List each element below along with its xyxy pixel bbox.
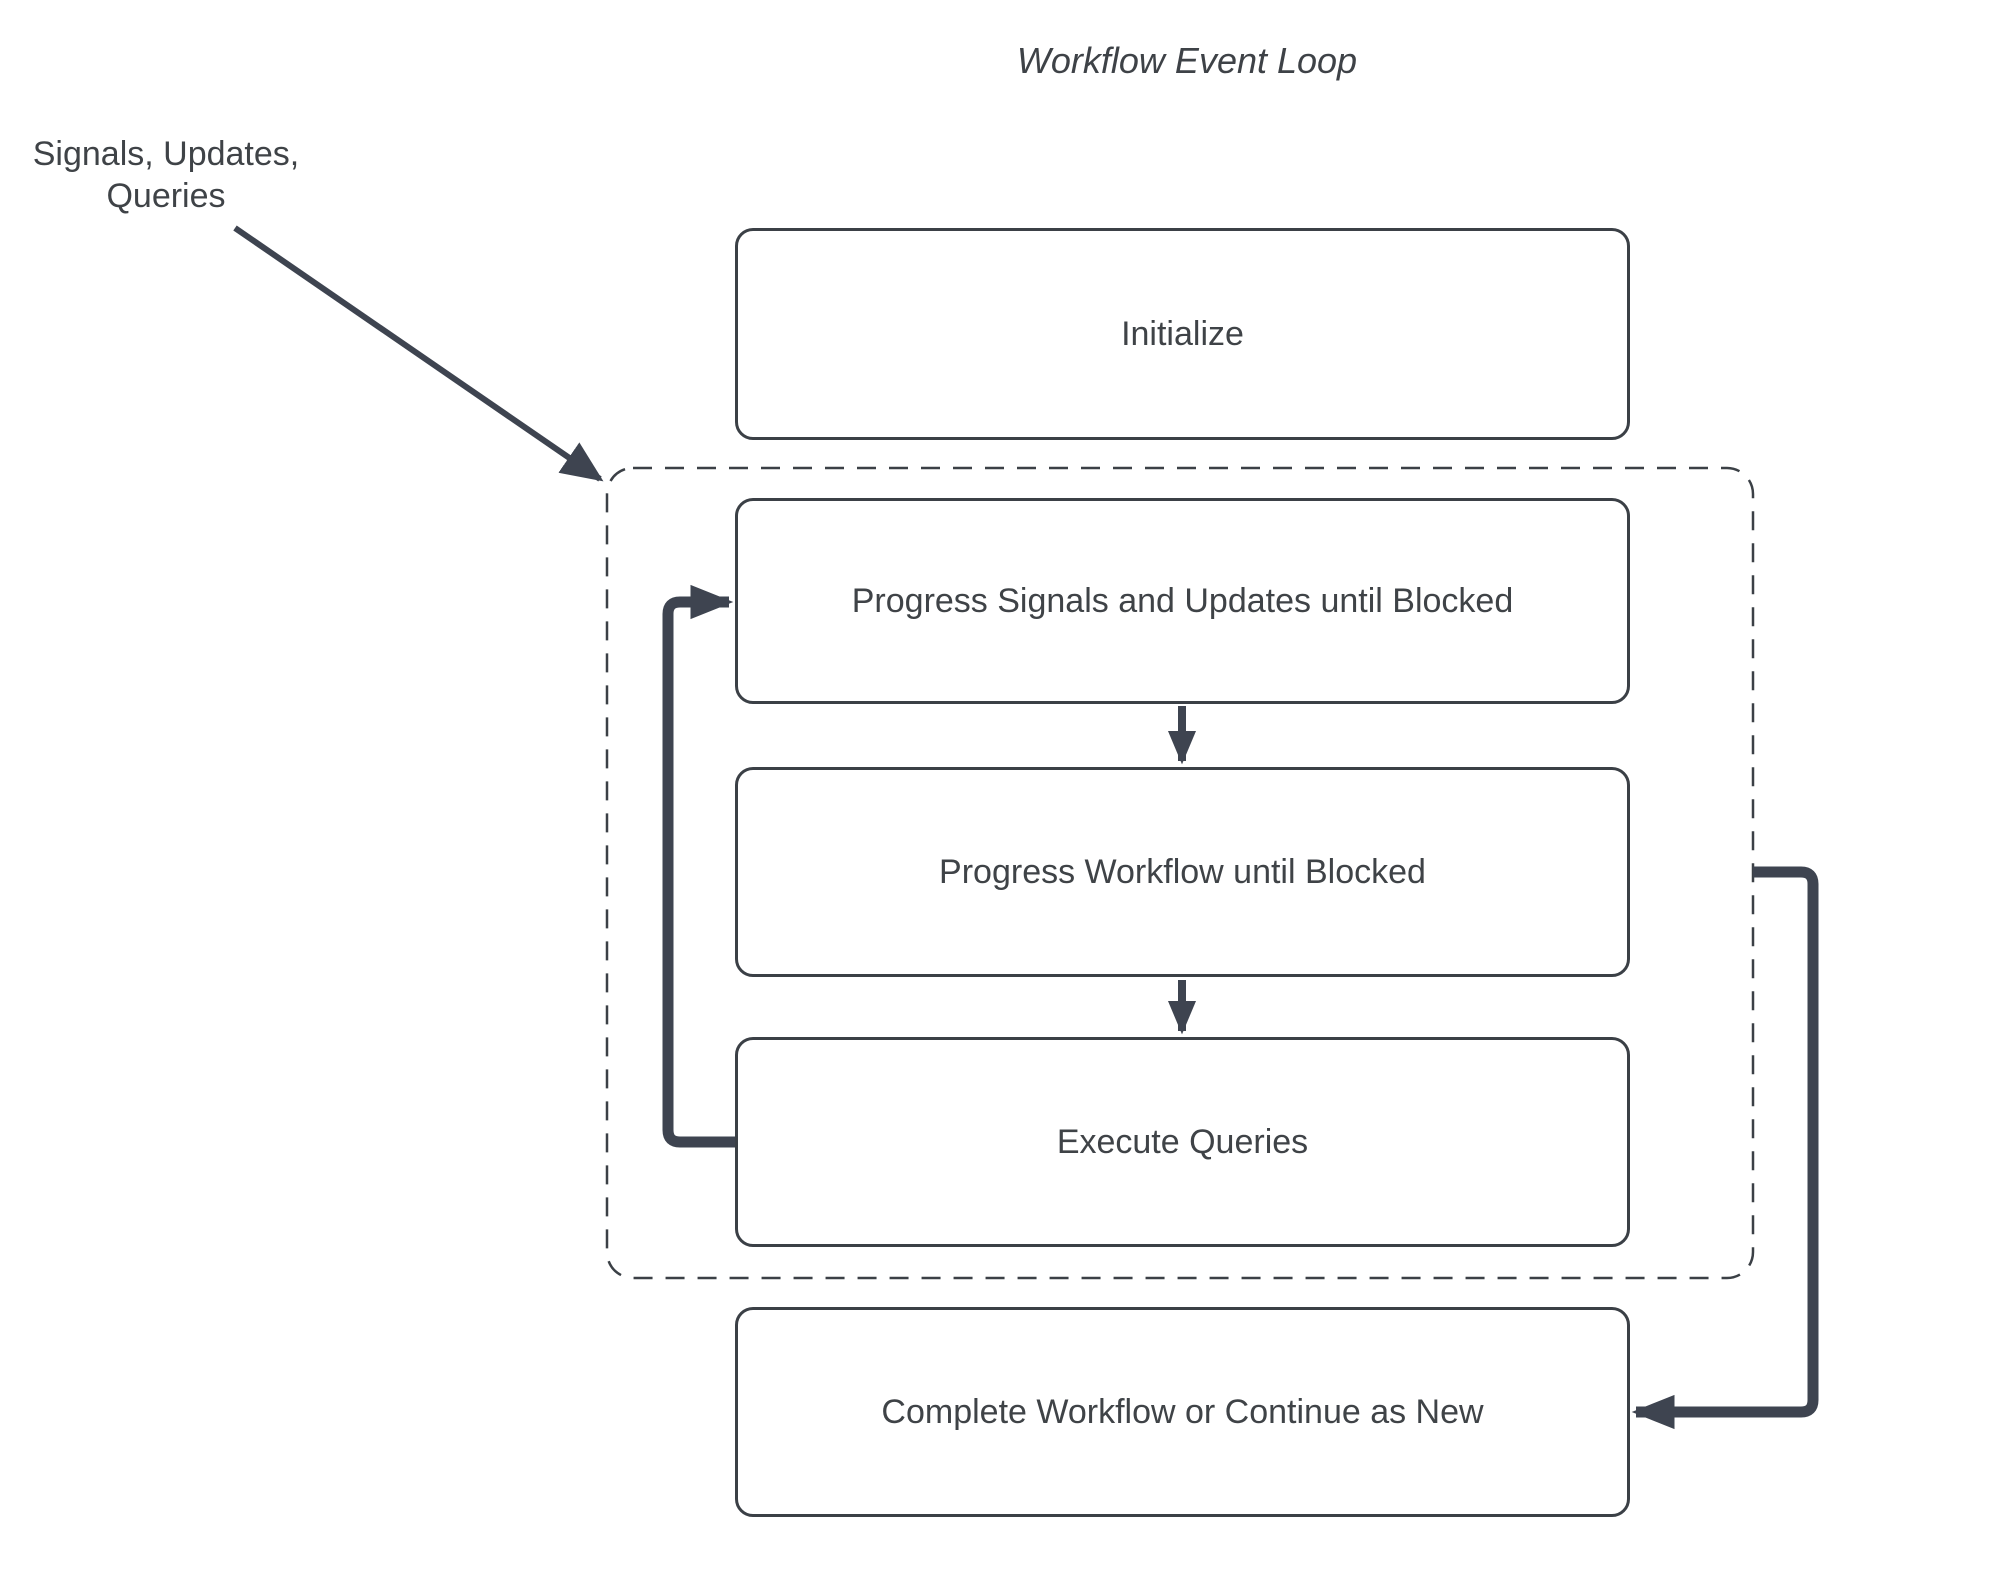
continue-arrow xyxy=(1631,866,1819,1430)
node-execute-queries: Execute Queries xyxy=(735,1037,1630,1247)
node-complete-workflow: Complete Workflow or Continue as New xyxy=(735,1307,1630,1517)
diagram-title: Workflow Event Loop xyxy=(1016,40,1358,81)
node-progress-signals-label: Progress Signals and Updates until Block… xyxy=(851,581,1514,620)
node-initialize-label: Initialize xyxy=(1121,314,1244,353)
node-progress-workflow-label: Progress Workflow until Blocked xyxy=(939,852,1426,891)
node-complete-workflow-label: Complete Workflow or Continue as New xyxy=(881,1392,1484,1431)
loop-back-arrow xyxy=(662,584,735,1148)
node-progress-signals: Progress Signals and Updates until Block… xyxy=(735,498,1630,704)
node-progress-workflow: Progress Workflow until Blocked xyxy=(735,767,1630,977)
node-initialize: Initialize xyxy=(735,228,1630,440)
input-arrow xyxy=(233,225,604,482)
input-sources-label: Signals, Updates, Queries xyxy=(32,135,300,215)
node-execute-queries-label: Execute Queries xyxy=(1056,1122,1309,1161)
